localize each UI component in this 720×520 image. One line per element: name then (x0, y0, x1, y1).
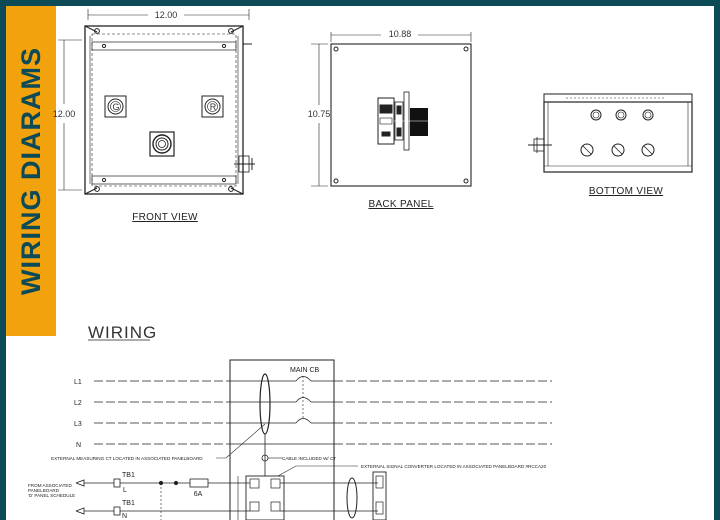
source-note-1: FROM ASSOCIATED (28, 483, 72, 488)
tb1-bottom-terminal: N (122, 513, 127, 520)
line-l1-label: L1 (74, 379, 82, 386)
ct-note: EXTERNAL MEASURING CT LOCATED IN ASSOCIA… (51, 456, 203, 461)
main-cb-label: MAIN CB (290, 367, 320, 374)
converter-note: EXTERNAL SIGNAL CONVERTER LOCATED IN ASS… (361, 464, 547, 469)
back-panel-view (311, 32, 472, 187)
green-light-label: G (112, 102, 119, 112)
line-n-label: N (76, 442, 81, 449)
source-note-3: 'D' PANEL SCHEDULE (28, 493, 75, 498)
front-height-dim: 12.00 (53, 109, 76, 119)
line-l2-label: L2 (74, 400, 82, 407)
cable-note: CABLE INCLUDED W/ CT (282, 456, 336, 461)
line-l3-label: L3 (74, 421, 82, 428)
tb1-bottom-label: TB1 (122, 500, 135, 507)
tb1-top-terminal: L (123, 487, 127, 494)
drawing-sheet: WIRING DIARAMS (6, 6, 714, 520)
wiring-heading: WIRING (88, 323, 157, 342)
fuse-label: 6A (194, 491, 203, 498)
back-height-dim: 10.75 (308, 109, 331, 119)
front-width-dim: 12.00 (155, 10, 178, 20)
back-width-dim: 10.88 (389, 29, 412, 39)
title-banner: WIRING DIARAMS (6, 6, 56, 336)
back-panel-caption: BACK PANEL (368, 199, 433, 210)
front-view-caption: FRONT VIEW (132, 212, 198, 223)
source-note-2: PANELBOARD (28, 488, 60, 493)
bottom-view-caption: BOTTOM VIEW (589, 186, 663, 197)
bottom-view (528, 93, 693, 173)
tb1-top-label: TB1 (122, 472, 135, 479)
drawing-canvas: 12.00 12.00 G R FRONT VIEW 10.88 10.75 B… (28, 9, 693, 520)
front-view (58, 9, 255, 195)
wiring-diagram (75, 339, 552, 520)
red-light-label: R (210, 102, 217, 112)
